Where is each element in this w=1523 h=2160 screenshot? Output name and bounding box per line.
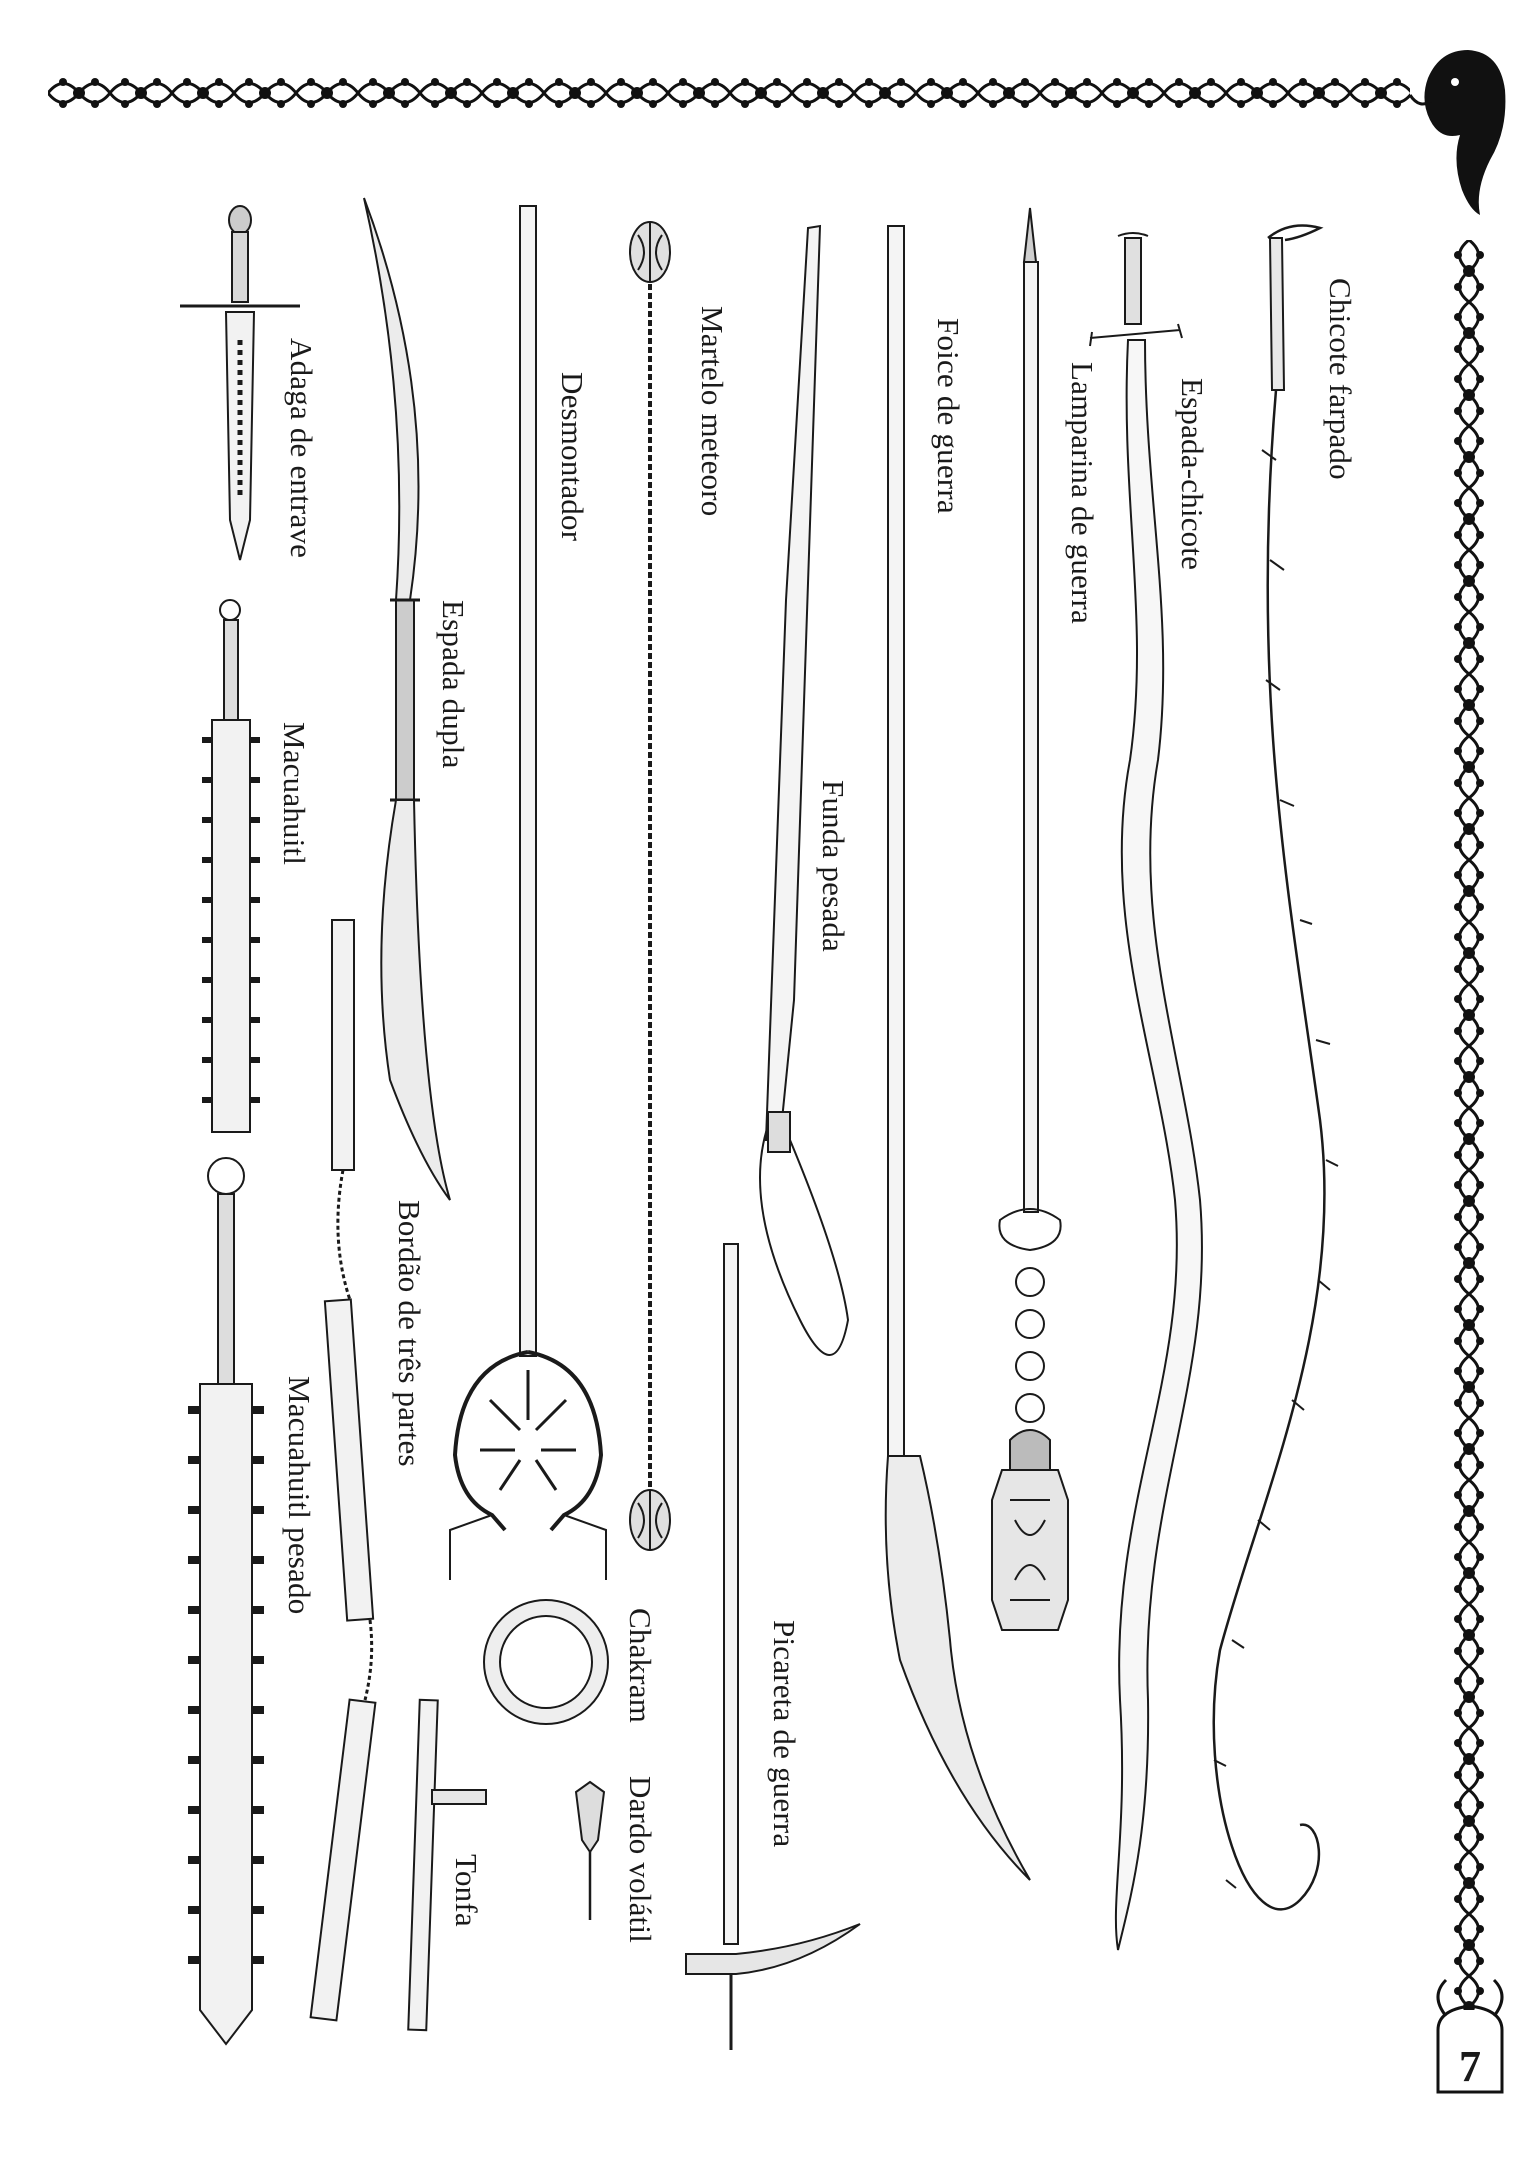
right-knotwork-border — [1446, 240, 1492, 2010]
page-number: 7 — [1459, 2041, 1481, 2091]
heavy-sling-drawing — [759, 224, 850, 1356]
corner-dragon-ornament — [1408, 50, 1506, 215]
heavy-macuahuitl-drawing — [188, 1157, 264, 2046]
label-chakram: Chakram — [623, 1608, 658, 1724]
war-lantern-drawing — [991, 207, 1069, 1631]
flying-dart-drawing — [574, 1780, 606, 1920]
tonfa-drawing — [407, 1698, 487, 2032]
trapping-dagger-drawing — [180, 205, 300, 561]
war-scythe-drawing — [884, 225, 1031, 1881]
meteor-hammer-drawing — [629, 221, 671, 1551]
label-dismounter: Desmontador — [555, 372, 590, 542]
label-war-scythe: Foice de guerra — [931, 318, 966, 514]
double-sword-drawing — [363, 197, 451, 1201]
dismounter-drawing — [449, 205, 607, 1580]
label-war-lantern: Lamparina de guerra — [1065, 362, 1100, 624]
label-double-sword: Espada dupla — [436, 600, 471, 769]
macuahuitl-drawing — [202, 599, 260, 1133]
whip-sword-drawing — [1089, 232, 1203, 1951]
label-flying-dart: Dardo volátil — [623, 1776, 658, 1944]
three-section-staff-drawing — [309, 919, 377, 2022]
label-heavy-sling: Funda pesada — [816, 780, 851, 952]
barbed-whip-drawing — [1212, 224, 1339, 1911]
page-number-frame — [1436, 1978, 1504, 2094]
label-barbed-whip: Chicote farpado — [1323, 278, 1358, 480]
label-war-pick: Picareta de guerra — [767, 1620, 802, 1848]
label-meteor-hammer: Martelo meteoro — [695, 306, 730, 517]
label-trapping-dagger: Adaga de entrave — [284, 338, 319, 559]
label-three-section-staff: Bordão de três partes — [392, 1200, 427, 1467]
label-heavy-macuahuitl: Macuahuitl pesado — [282, 1376, 317, 1615]
label-whip-sword: Espada-chicote — [1175, 378, 1210, 571]
label-tonfa: Tonfa — [449, 1854, 484, 1927]
war-pick-drawing — [685, 1243, 861, 2050]
chakram-drawing — [483, 1599, 609, 1725]
top-knotwork-border — [48, 70, 1410, 116]
label-macuahuitl: Macuahuitl — [277, 722, 312, 866]
